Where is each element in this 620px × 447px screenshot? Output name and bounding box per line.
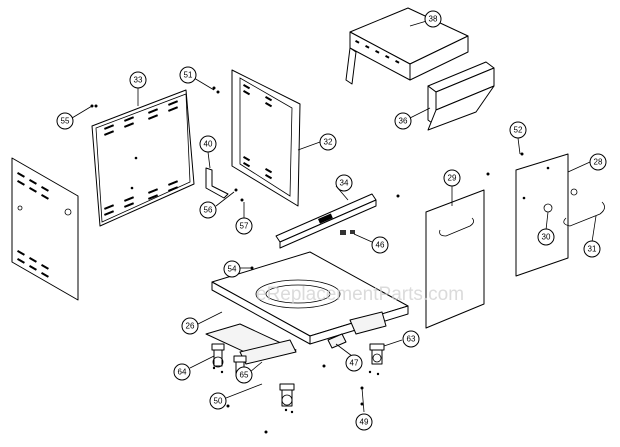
svg-text:64: 64 (178, 368, 187, 377)
part-38-shelf (345, 7, 469, 85)
part-40-bracket (205, 167, 229, 199)
svg-text:63: 63 (407, 335, 416, 344)
part-47-bracket (327, 333, 347, 349)
callout-28[interactable]: 28 (589, 153, 607, 171)
callout-50[interactable]: 50 (209, 392, 227, 410)
part-33-back-panel (91, 89, 195, 227)
callout-31[interactable]: 31 (583, 240, 601, 258)
svg-text:36: 36 (399, 117, 408, 126)
svg-text:54: 54 (228, 265, 237, 274)
callout-36[interactable]: 36 (394, 112, 412, 130)
callout-51[interactable]: 51 (179, 66, 197, 84)
callout-26[interactable]: 26 (181, 317, 199, 335)
svg-text:65: 65 (240, 371, 249, 380)
callout-55[interactable]: 55 (56, 112, 74, 130)
part-36-bracket (427, 61, 495, 131)
callout-47[interactable]: 47 (345, 354, 363, 372)
callout-34[interactable]: 34 (335, 174, 353, 192)
svg-text:28: 28 (594, 158, 603, 167)
callout-32[interactable]: 32 (319, 133, 337, 151)
part-63-caster (369, 343, 385, 365)
callout-40[interactable]: 40 (199, 135, 217, 153)
callout-49[interactable]: 49 (355, 413, 373, 431)
svg-text:57: 57 (240, 222, 249, 231)
svg-text:40: 40 (204, 140, 213, 149)
watermark-text: eReplacementParts.com (256, 284, 464, 305)
svg-text:26: 26 (186, 322, 195, 331)
part-left-side-panel (11, 157, 79, 301)
svg-text:30: 30 (542, 233, 551, 242)
callout-64[interactable]: 64 (173, 363, 191, 381)
callout-52[interactable]: 52 (509, 121, 527, 139)
callout-65[interactable]: 65 (235, 366, 253, 384)
callout-46[interactable]: 46 (371, 236, 389, 254)
svg-text:55: 55 (61, 117, 70, 126)
svg-text:31: 31 (588, 245, 597, 254)
part-base-frame (205, 311, 387, 365)
svg-text:51: 51 (184, 71, 193, 80)
svg-text:50: 50 (214, 397, 223, 406)
svg-text:52: 52 (514, 126, 523, 135)
svg-text:33: 33 (134, 76, 143, 85)
callout-56[interactable]: 56 (199, 201, 217, 219)
svg-text:56: 56 (204, 206, 213, 215)
callout-38[interactable]: 38 (424, 10, 442, 28)
leader-lines (71, 19, 597, 413)
callout-57[interactable]: 57 (235, 217, 253, 235)
callout-29[interactable]: 29 (443, 169, 461, 187)
part-64-caster (211, 343, 225, 368)
callout-30[interactable]: 30 (537, 228, 555, 246)
callout-63[interactable]: 63 (402, 330, 420, 348)
svg-text:34: 34 (340, 179, 349, 188)
svg-text:47: 47 (350, 359, 359, 368)
part-28-door-panel (515, 153, 578, 277)
callout-54[interactable]: 54 (223, 260, 241, 278)
svg-text:32: 32 (324, 138, 333, 147)
svg-text:29: 29 (448, 174, 457, 183)
part-34-cross-brace (275, 193, 377, 249)
svg-text:49: 49 (360, 418, 369, 427)
svg-text:46: 46 (376, 241, 385, 250)
part-46-clip (340, 230, 355, 235)
part-32-side-panel (231, 69, 301, 207)
callout-33[interactable]: 33 (129, 71, 147, 89)
part-29-door (425, 189, 485, 329)
svg-text:38: 38 (429, 15, 438, 24)
part-caster-front (279, 383, 295, 407)
